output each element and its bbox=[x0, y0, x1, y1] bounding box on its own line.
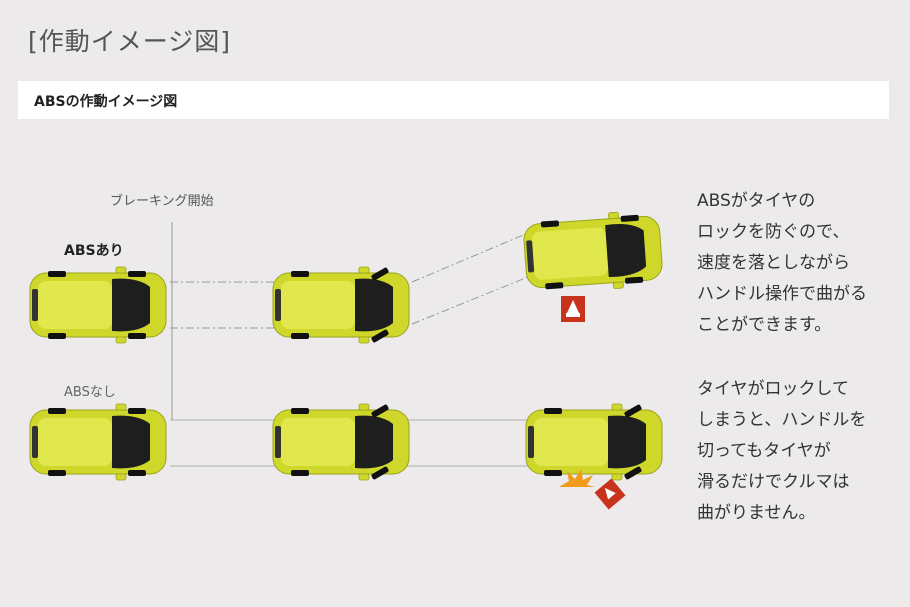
abs-on-description: ABSがタイヤの ロックを防ぐので、 速度を落としながら ハンドル操作で曲がる … bbox=[697, 186, 902, 341]
description-line: タイヤがロックして bbox=[697, 379, 849, 399]
description-line: ロックを防ぐので、 bbox=[697, 222, 850, 242]
car-abs-on-1 bbox=[29, 266, 167, 344]
car-abs-off-2 bbox=[272, 403, 410, 481]
section-title: ABSの作動イメージ図 bbox=[34, 94, 178, 110]
description-line: しまうと、ハンドルを bbox=[697, 410, 867, 430]
abs-on-guide-lines bbox=[170, 232, 529, 329]
crash-burst-icon bbox=[559, 469, 595, 487]
description-line: 曲がりません。 bbox=[697, 503, 816, 523]
car-abs-on-3 bbox=[522, 208, 664, 296]
car-abs-on-2 bbox=[272, 266, 410, 344]
car-abs-off-3 bbox=[525, 403, 663, 481]
knocked-cone-icon bbox=[594, 478, 626, 510]
section-header: ABSの作動イメージ図 bbox=[18, 81, 889, 119]
description-line: ABSがタイヤの bbox=[697, 191, 816, 211]
description-line: 速度を落としながら bbox=[697, 253, 850, 273]
description-line: 切ってもタイヤが bbox=[697, 441, 831, 461]
page-title: [作動イメージ図] bbox=[28, 27, 232, 56]
abs-off-label: ABSなし bbox=[64, 385, 116, 400]
abs-on-label: ABSあり bbox=[64, 243, 124, 259]
description-line: ハンドル操作で曲がる bbox=[697, 284, 867, 304]
description-line: ことができます。 bbox=[697, 315, 832, 335]
car-abs-off-1 bbox=[29, 403, 167, 481]
brake-start-label: ブレーキング開始 bbox=[110, 194, 214, 209]
traffic-cone-icon bbox=[561, 296, 585, 322]
description-line: 滑るだけでクルマは bbox=[697, 472, 850, 492]
abs-off-description: タイヤがロックして しまうと、ハンドルを 切ってもタイヤが 滑るだけでクルマは … bbox=[697, 374, 902, 529]
